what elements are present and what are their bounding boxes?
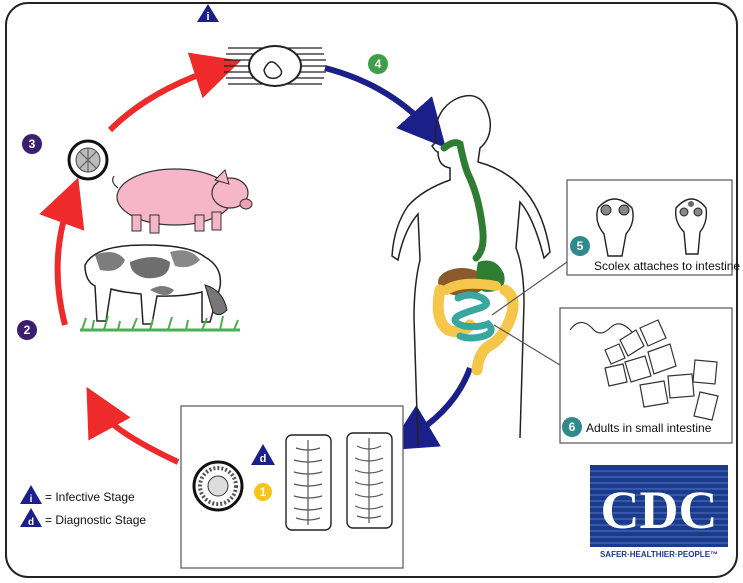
legend: i = Infective Stage d = Diagnostic Stage [20,485,146,528]
svg-text:d: d [260,453,267,465]
arrow-animals-to-cyst [39,177,85,326]
step-badge-2: 2 [17,320,37,340]
cdc-tagline: SAFER·HEALTHIER·PEOPLE™ [600,550,718,559]
gravid-proglottid-illustration [285,432,393,531]
cysticercus-illustration [67,139,109,181]
human-host-illustration [391,94,551,447]
step-badge-6: 6 [562,417,582,437]
adults-caption: Adults in small intestine [586,421,712,435]
arrow-eggs-to-animals [86,386,180,465]
legend-infective-label: = Infective Stage [45,490,135,504]
cdc-logo-letters: CDC [601,480,718,540]
svg-text:i: i [30,494,33,505]
infected-meat-illustration [224,45,326,87]
svg-text:d: d [28,517,34,528]
scolex-panel [566,179,733,276]
diagnostic-stage-marker: d [251,444,275,465]
step-badge-1: 1 [254,483,272,501]
infective-stage-marker: i [197,4,219,23]
legend-diagnostic-icon: d [20,508,42,528]
svg-text:5: 5 [577,239,584,253]
cow-illustration [80,244,240,332]
svg-text:2: 2 [24,323,31,337]
step-badge-5: 5 [570,236,590,256]
arrow-cyst-to-meat [107,52,241,133]
legend-diagnostic-label: = Diagnostic Stage [45,513,146,527]
svg-text:1: 1 [260,485,267,499]
scolex-caption: Scolex attaches to intestine [594,259,740,273]
svg-text:i: i [206,11,209,23]
adult-tapeworm-illustration [569,319,719,421]
arrow-meat-to-human [324,65,446,148]
callout-line-scolex [491,261,568,316]
legend-infective-icon: i [20,485,42,505]
egg-illustration [192,460,244,512]
step-badge-3: 3 [22,134,42,154]
callout-line-adults [493,324,561,366]
step-badge-4: 4 [368,54,388,74]
svg-text:3: 3 [29,137,36,151]
pig-illustration [112,168,253,234]
svg-text:4: 4 [375,57,382,71]
cdc-logo: CDC SAFER·HEALTHIER·PEOPLE™ [590,465,728,559]
svg-text:6: 6 [569,420,576,434]
scolex-illustration [596,198,708,257]
